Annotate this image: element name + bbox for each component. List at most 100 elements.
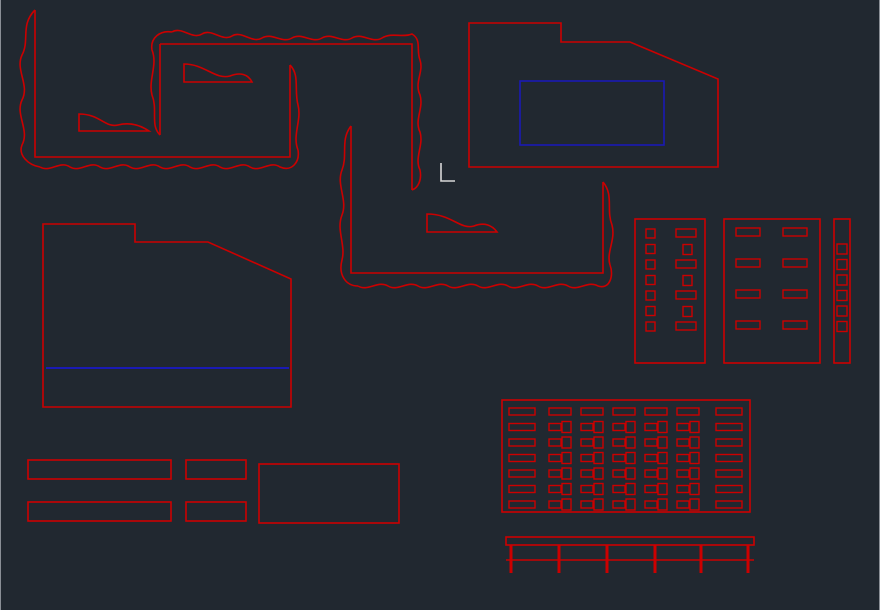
window-rect: [676, 438, 690, 447]
furniture-layout-middle[interactable]: [150, 29, 422, 191]
window-rect: [689, 467, 700, 480]
window-rect: [561, 482, 572, 496]
facade-elevation-a[interactable]: [634, 218, 706, 364]
window-rect: [612, 453, 626, 463]
crosshair-cursor-icon: [440, 163, 455, 182]
window-rect: [644, 469, 658, 478]
window-rect: [548, 453, 562, 463]
window-rect: [580, 453, 594, 463]
window-rect: [676, 407, 700, 416]
window-rect: [625, 482, 636, 496]
window-rect: [782, 258, 808, 268]
window-rect: [625, 467, 636, 480]
window-rect: [612, 469, 626, 478]
window-rect: [715, 453, 743, 463]
window-rect: [645, 305, 656, 317]
window-rect: [735, 289, 761, 299]
window-rect: [675, 259, 697, 269]
window-rect: [612, 407, 636, 416]
window-rect: [561, 498, 572, 511]
window-rect: [735, 227, 761, 237]
window-rect: [548, 422, 562, 432]
facade-elevation-large[interactable]: [501, 399, 751, 513]
window-rect: [580, 469, 594, 478]
window-rect: [715, 438, 743, 447]
facade-elevation-c[interactable]: [833, 218, 851, 364]
furniture-layout-left[interactable]: [19, 9, 300, 170]
window-rect: [836, 305, 848, 317]
window-rect: [782, 227, 808, 237]
window-rect: [548, 438, 562, 447]
window-rect: [508, 422, 536, 432]
window-rect: [561, 420, 572, 434]
window-rect: [625, 420, 636, 434]
window-rect: [644, 484, 658, 494]
furniture-layout-lower[interactable]: [339, 125, 614, 289]
window-rect: [645, 274, 656, 286]
window-rect: [675, 321, 697, 331]
window-rect: [836, 258, 848, 271]
window-rect: [644, 438, 658, 447]
window-rect: [836, 243, 848, 255]
building-footprint-left[interactable]: [42, 223, 292, 408]
window-rect: [676, 453, 690, 463]
window-rect: [645, 243, 656, 255]
window-rect: [508, 469, 536, 478]
window-rect: [508, 500, 536, 509]
window-rect: [836, 274, 848, 286]
window-rect: [645, 228, 656, 239]
window-rect: [508, 407, 536, 416]
window-rect: [715, 407, 743, 416]
window-rect: [657, 467, 668, 480]
bar-rectangles[interactable]: [27, 459, 400, 524]
window-rect: [645, 259, 656, 270]
window-rect: [735, 320, 761, 330]
window-rect: [625, 498, 636, 511]
window-rect: [676, 500, 690, 509]
facade-elevation-b[interactable]: [723, 218, 821, 364]
window-rect: [689, 436, 700, 449]
window-rect: [657, 451, 668, 465]
blue-rectangle[interactable]: [519, 80, 665, 146]
window-rect: [593, 451, 604, 465]
window-rect: [715, 500, 743, 509]
window-rect: [508, 484, 536, 494]
window-rect: [657, 482, 668, 496]
window-rect: [715, 469, 743, 478]
window-rect: [836, 320, 848, 333]
window-rect: [657, 420, 668, 434]
window-rect: [657, 436, 668, 449]
window-rect: [580, 407, 604, 416]
window-rect: [836, 289, 848, 302]
window-rect: [689, 498, 700, 511]
window-rect: [612, 500, 626, 509]
window-rect: [689, 482, 700, 496]
window-rect: [675, 228, 697, 238]
window-rect: [689, 451, 700, 465]
window-rect: [593, 498, 604, 511]
window-rect: [682, 305, 693, 318]
window-rect: [548, 469, 562, 478]
window-rect: [644, 422, 658, 432]
window-rect: [625, 436, 636, 449]
window-rect: [644, 407, 668, 416]
building-footprint-top-right[interactable]: [468, 22, 719, 168]
window-rect: [593, 420, 604, 434]
window-rect: [593, 482, 604, 496]
window-rect: [715, 484, 743, 494]
window-rect: [735, 258, 761, 268]
window-rect: [561, 467, 572, 480]
bench-elevation[interactable]: [505, 536, 755, 573]
window-rect: [548, 484, 562, 494]
window-rect: [644, 453, 658, 463]
window-rect: [682, 274, 693, 287]
window-rect: [580, 438, 594, 447]
window-rect: [593, 467, 604, 480]
window-rect: [682, 243, 693, 256]
window-rect: [715, 422, 743, 432]
window-rect: [657, 498, 668, 511]
window-rect: [625, 451, 636, 465]
